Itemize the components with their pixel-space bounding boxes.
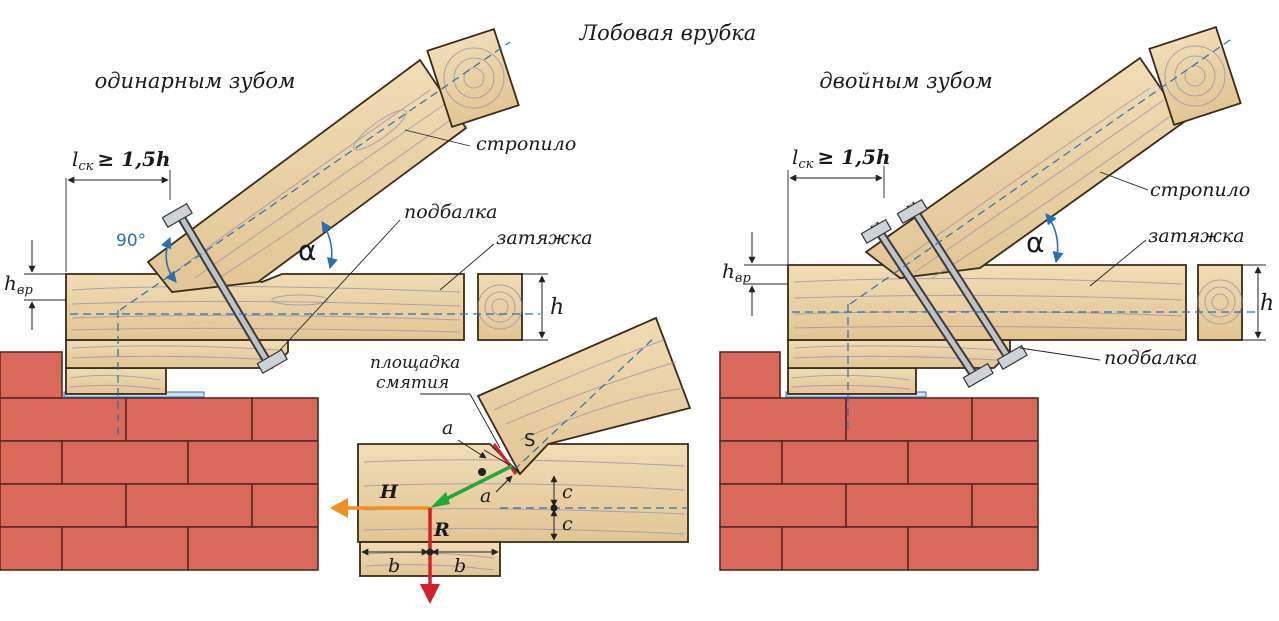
center-detail: площадка смятия a S a H R c c (330, 316, 692, 604)
left-h-dimension: h (522, 273, 564, 341)
crush-area-label-2: смятия (376, 373, 449, 393)
detail-c-bottom: c (562, 513, 573, 535)
detail-a-top: a (442, 417, 453, 439)
left-angle-90: 90° (116, 231, 146, 251)
left-tie-section (477, 273, 523, 341)
left-tie-beam (65, 273, 465, 341)
right-sub-beam (787, 339, 1011, 395)
left-brick-wall (0, 351, 319, 571)
right-tie-section (1197, 264, 1243, 341)
right-double-tooth: двойным зубом (719, 26, 1274, 571)
left-heading: одинарным зубом (95, 69, 296, 93)
detail-b-left: b (388, 555, 400, 577)
crush-area-line (492, 443, 518, 475)
right-bolts (860, 198, 1028, 389)
detail-H: H (379, 481, 399, 503)
title: Лобовая врубка (579, 21, 757, 45)
right-alpha: α (1026, 226, 1044, 259)
left-sub-beam-label: подбалка (404, 201, 497, 223)
left-hvr-h: h (4, 271, 17, 295)
right-sub-beam-label: подбалка (1104, 347, 1197, 369)
svg-text:hвр: hвр (722, 259, 751, 286)
right-lck-rel: ≥ 1,5h (817, 145, 890, 169)
svg-text:lск≥ 1,5h: lск ≥ 1,5h (792, 145, 891, 172)
right-hvr-h: h (722, 259, 735, 283)
left-bolt (161, 202, 288, 375)
left-single-tooth: одинарным зубом (0, 28, 593, 571)
right-h-dimension: h (1242, 264, 1274, 341)
left-tie-beam-label: затяжка (496, 227, 593, 249)
right-h-label: h (1260, 291, 1274, 316)
right-rafter-label: стропило (1150, 179, 1250, 201)
svg-text:lск≥ 1,5h: lск ≥ 1,5h (72, 147, 171, 174)
right-heading: двойным зубом (819, 69, 992, 93)
left-hvr-sub: вр (17, 283, 34, 298)
right-rafter (864, 26, 1242, 279)
right-hvr-sub: вр (735, 271, 752, 286)
right-hvr-dimension: hвр (722, 232, 788, 316)
detail-R: R (433, 519, 450, 541)
right-lck-sub: ск (798, 157, 813, 172)
right-lck-l: l (792, 145, 798, 169)
detail-a-bottom: a (480, 485, 491, 507)
left-h-label: h (550, 295, 564, 320)
crush-area-label-1: площадка (370, 353, 460, 373)
left-alpha: α (298, 234, 316, 267)
detail-c-top: c (562, 481, 573, 503)
left-lck-dimension: lск ≥ 1,5h (65, 147, 171, 272)
left-lck-l: l (72, 147, 78, 171)
left-sub-beam (65, 339, 289, 395)
left-rafter-label: стропило (476, 133, 576, 155)
right-lck-dimension: lск ≥ 1,5h (787, 145, 891, 264)
detail-b-right: b (454, 555, 466, 577)
detail-S: S (524, 430, 535, 451)
left-lck-rel: ≥ 1,5h (97, 147, 170, 171)
left-rafter (146, 28, 520, 293)
left-lck-sub: ск (78, 159, 93, 174)
right-tie-beam-label: затяжка (1148, 225, 1245, 247)
right-brick-wall (719, 351, 1039, 571)
svg-text:hвр: hвр (4, 271, 33, 298)
left-hvr-dimension: hвр (4, 240, 66, 330)
right-tie-beam (787, 264, 1187, 341)
